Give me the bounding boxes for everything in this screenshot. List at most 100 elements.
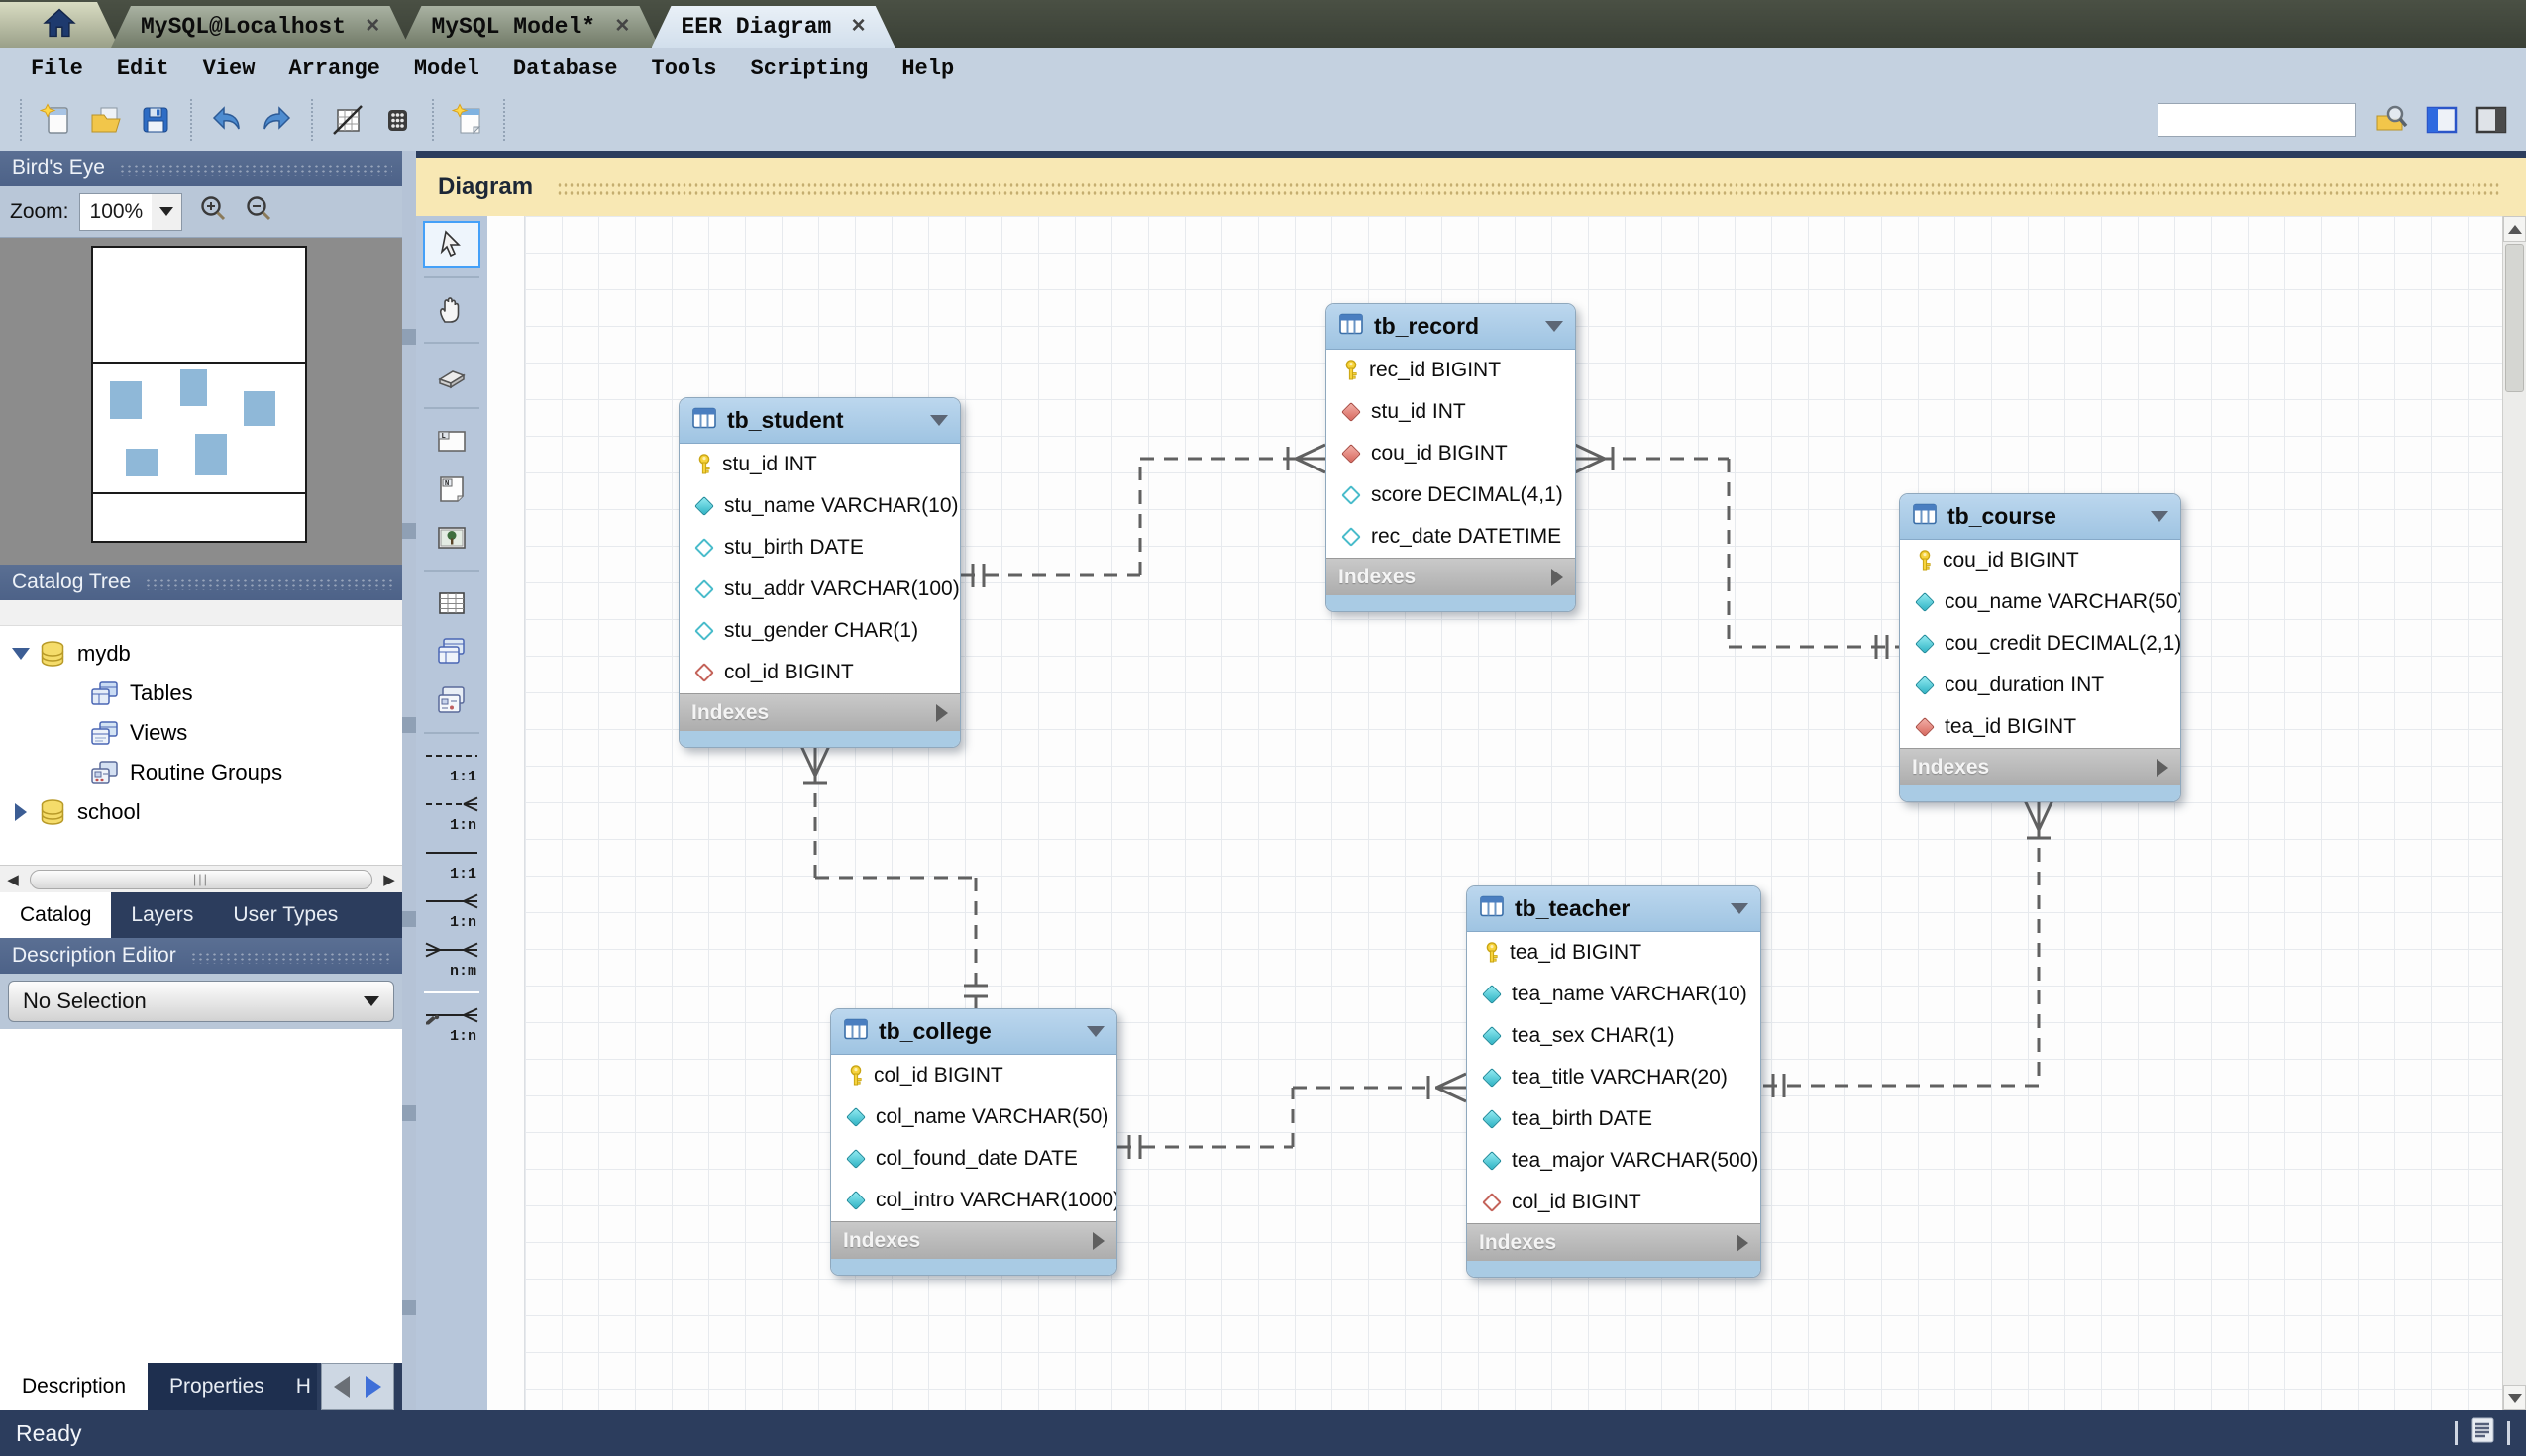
tree-node-school[interactable]: school — [0, 792, 402, 832]
save-model-button[interactable] — [134, 98, 177, 142]
column-row[interactable]: tea_id BIGINT — [1900, 706, 2180, 748]
column-row[interactable]: tea_name VARCHAR(10) — [1467, 974, 1760, 1015]
tab-layers[interactable]: Layers — [111, 892, 213, 938]
table-header[interactable]: tb_course — [1900, 494, 2180, 540]
layer-tool[interactable]: L — [423, 417, 480, 465]
rel-1-n-non-identifying-tool[interactable]: 1:n — [423, 790, 480, 838]
column-row[interactable]: col_name VARCHAR(50) — [831, 1096, 1116, 1138]
column-row[interactable]: tea_sex CHAR(1) — [1467, 1015, 1760, 1057]
tab-h[interactable]: H — [286, 1363, 317, 1410]
indexes-bar[interactable]: Indexes — [1326, 558, 1575, 595]
column-row[interactable]: rec_id BIGINT — [1326, 350, 1575, 391]
column-row[interactable]: stu_id INT — [680, 444, 960, 485]
column-row[interactable]: tea_birth DATE — [1467, 1098, 1760, 1140]
chevron-down-icon[interactable] — [1087, 1026, 1105, 1037]
redo-button[interactable] — [255, 98, 298, 142]
tree-node-views[interactable]: Views — [0, 713, 402, 753]
birds-eye-minimap[interactable] — [0, 238, 402, 565]
column-row[interactable]: stu_id INT — [1326, 391, 1575, 433]
new-diagram-button[interactable] — [447, 98, 490, 142]
column-row[interactable]: col_id BIGINT — [680, 652, 960, 693]
close-icon[interactable]: × — [615, 14, 629, 41]
menu-item-help[interactable]: Help — [885, 56, 971, 81]
tree-horizontal-scrollbar[interactable]: ◀ ||| ▶ — [0, 865, 402, 892]
selection-tool[interactable] — [423, 221, 480, 268]
chevron-down-icon[interactable] — [1731, 903, 1748, 914]
search-input[interactable] — [2158, 103, 2356, 137]
grid-button[interactable] — [375, 98, 419, 142]
chevron-down-icon[interactable] — [2151, 511, 2168, 522]
tab-user-types[interactable]: User Types — [213, 892, 358, 938]
indexes-bar[interactable]: Indexes — [1467, 1223, 1760, 1261]
description-editor-body[interactable] — [0, 1029, 402, 1363]
rel-1-1-non-identifying-tool[interactable]: 1:1 — [423, 742, 480, 789]
close-icon[interactable]: × — [366, 14, 379, 41]
column-row[interactable]: tea_major VARCHAR(500) — [1467, 1140, 1760, 1182]
toggle-grid-button[interactable] — [326, 98, 369, 142]
rel-n-m-identifying-tool[interactable]: n:m — [423, 936, 480, 984]
rel-1-1-identifying-tool[interactable]: 1:1 — [423, 839, 480, 886]
chevron-down-icon[interactable] — [1545, 321, 1563, 332]
window-tab-mysql-localhost[interactable]: MySQL@Localhost× — [111, 6, 409, 48]
new-model-button[interactable] — [35, 98, 78, 142]
scrollbar-thumb[interactable]: ||| — [30, 870, 372, 889]
minimap-page[interactable] — [91, 246, 307, 543]
scroll-up-arrow-icon[interactable] — [2503, 216, 2526, 242]
view-tool[interactable] — [423, 628, 480, 676]
scroll-left-arrow-icon[interactable]: ◀ — [0, 871, 26, 888]
table-header[interactable]: tb_record — [1326, 304, 1575, 350]
column-row[interactable]: cou_id BIGINT — [1326, 433, 1575, 474]
column-row[interactable]: col_intro VARCHAR(1000) — [831, 1180, 1116, 1221]
rel-1-n-identifying-tool[interactable]: 1:n — [423, 887, 480, 935]
scrollbar-thumb[interactable] — [2505, 244, 2524, 392]
indexes-bar[interactable]: Indexes — [1900, 748, 2180, 785]
window-tab-eer-diagram[interactable]: EER Diagram× — [652, 6, 895, 48]
routine-group-tool[interactable] — [423, 676, 480, 724]
open-model-button[interactable] — [84, 98, 128, 142]
column-row[interactable]: score DECIMAL(4,1) — [1326, 474, 1575, 516]
toggle-right-panel-button[interactable] — [2470, 98, 2513, 142]
tab-properties[interactable]: Properties — [148, 1363, 286, 1410]
zoom-select[interactable]: 100% — [79, 193, 182, 231]
tab-description[interactable]: Description — [0, 1363, 148, 1410]
nav-forward-icon[interactable] — [366, 1376, 381, 1398]
table-header[interactable]: tb_college — [831, 1009, 1116, 1055]
home-tab[interactable] — [0, 2, 119, 48]
table-tb-student[interactable]: tb_studentstu_id INTstu_name VARCHAR(10)… — [679, 397, 961, 748]
expander-down-icon[interactable] — [8, 648, 34, 660]
table-header[interactable]: tb_student — [680, 398, 960, 444]
zoom-out-button[interactable] — [244, 194, 273, 229]
diagram-canvas[interactable]: tb_studentstu_id INTstu_name VARCHAR(10)… — [487, 216, 2502, 1410]
column-row[interactable]: stu_gender CHAR(1) — [680, 610, 960, 652]
chevron-down-icon[interactable] — [930, 415, 948, 426]
eraser-tool[interactable] — [423, 352, 480, 399]
menu-item-file[interactable]: File — [14, 56, 100, 81]
tree-node-mydb[interactable]: mydb — [0, 634, 402, 674]
table-header[interactable]: tb_teacher — [1467, 886, 1760, 932]
column-row[interactable]: tea_title VARCHAR(20) — [1467, 1057, 1760, 1098]
zoom-in-button[interactable] — [198, 194, 228, 229]
table-tb-record[interactable]: tb_recordrec_id BIGINTstu_id INTcou_id B… — [1325, 303, 1576, 612]
canvas-vertical-scrollbar[interactable] — [2502, 216, 2526, 1410]
sidebar-splitter[interactable] — [402, 151, 416, 1410]
toggle-left-panel-button[interactable] — [2420, 98, 2464, 142]
note-tool[interactable]: N — [423, 466, 480, 513]
tree-node-tables[interactable]: Tables — [0, 674, 402, 713]
menu-item-model[interactable]: Model — [397, 56, 496, 81]
column-row[interactable]: cou_duration INT — [1900, 665, 2180, 706]
column-row[interactable]: stu_addr VARCHAR(100) — [680, 569, 960, 610]
menu-item-tools[interactable]: Tools — [635, 56, 734, 81]
description-selector[interactable]: No Selection — [8, 981, 394, 1022]
find-button[interactable] — [2370, 98, 2414, 142]
window-tab-mysql-model[interactable]: MySQL Model*× — [401, 6, 659, 48]
rel-1-n-existing-tool[interactable]: 1:n — [423, 1001, 480, 1049]
expander-right-icon[interactable] — [8, 803, 34, 821]
column-row[interactable]: col_id BIGINT — [1467, 1182, 1760, 1223]
menu-item-database[interactable]: Database — [496, 56, 635, 81]
table-tb-course[interactable]: tb_coursecou_id BIGINTcou_name VARCHAR(5… — [1899, 493, 2181, 802]
menu-item-view[interactable]: View — [186, 56, 272, 81]
column-row[interactable]: col_id BIGINT — [831, 1055, 1116, 1096]
column-row[interactable]: rec_date DATETIME — [1326, 516, 1575, 558]
column-row[interactable]: cou_name VARCHAR(50) — [1900, 581, 2180, 623]
tree-node-routine-groups[interactable]: Routine Groups — [0, 753, 402, 792]
